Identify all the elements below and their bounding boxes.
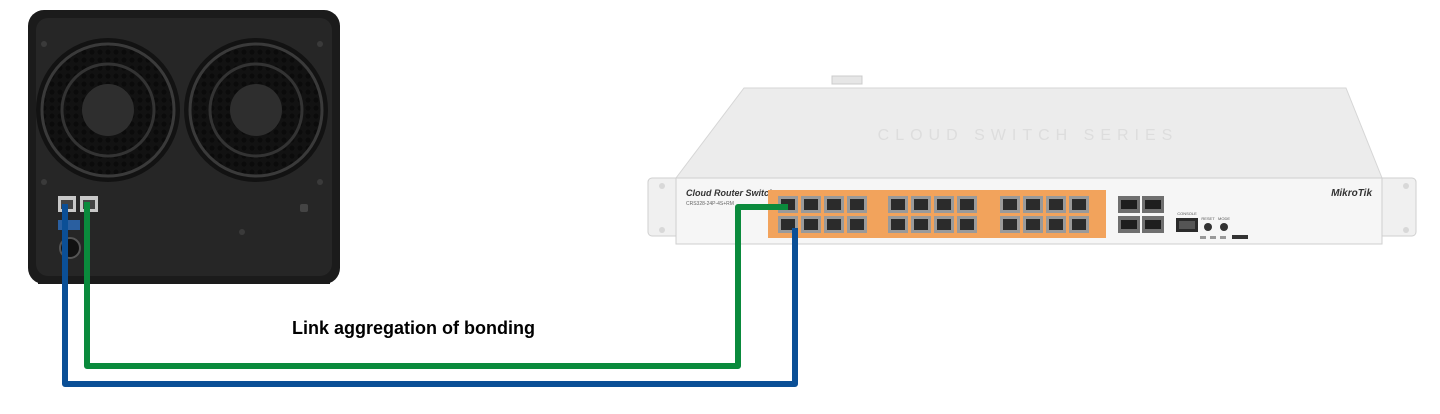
- sfp-port-4: [1142, 216, 1164, 233]
- cable-green: [84, 202, 788, 369]
- ethernet-port-20: [1069, 196, 1089, 213]
- ethernet-port-13: [888, 216, 908, 233]
- switch-model-text: CRS328-24P-4S+RM: [686, 201, 734, 207]
- network-switch: CLOUD SWITCH SERIES Cloud Router Switch …: [647, 75, 1417, 245]
- ethernet-port-10: [911, 196, 931, 213]
- ethernet-port-4: [847, 196, 867, 213]
- cable-blue: [62, 204, 798, 387]
- ethernet-port-11: [934, 196, 954, 213]
- switch-title-text: Cloud Router Switch: [686, 188, 775, 198]
- link-aggregation-caption: Link aggregation of bonding: [292, 318, 535, 338]
- sfp-port-2: [1142, 196, 1164, 213]
- ethernet-port-15: [934, 216, 954, 233]
- reset-label: RESET: [1201, 216, 1215, 221]
- ethernet-port-6: [801, 216, 821, 233]
- console-label: CONSOLE: [1177, 211, 1197, 216]
- ethernet-port-8: [847, 216, 867, 233]
- mode-button: [1220, 223, 1228, 231]
- ethernet-port-22: [1023, 216, 1043, 233]
- ethernet-port-16: [957, 216, 977, 233]
- nas-fan-left: [36, 38, 180, 182]
- nas-device: [28, 10, 340, 284]
- nas-fan-right: [184, 38, 328, 182]
- ethernet-port-24: [1069, 216, 1089, 233]
- ethernet-port-19: [1046, 196, 1066, 213]
- status-leds: [1200, 235, 1248, 239]
- ethernet-port-9: [888, 196, 908, 213]
- ethernet-port-2: [801, 196, 821, 213]
- ethernet-port-3: [824, 196, 844, 213]
- ethernet-port-18: [1023, 196, 1043, 213]
- switch-watermark-text: CLOUD SWITCH SERIES: [878, 127, 1179, 144]
- console-port: [1176, 218, 1198, 232]
- ethernet-port-12: [957, 196, 977, 213]
- ethernet-port-14: [911, 216, 931, 233]
- sfp-port-array: [1118, 196, 1164, 233]
- switch-brand-logo: MikroTik: [1331, 188, 1372, 199]
- mode-label: MODE: [1218, 216, 1230, 221]
- sfp-port-3: [1118, 216, 1140, 233]
- ethernet-port-23: [1046, 216, 1066, 233]
- ethernet-port-21: [1000, 216, 1020, 233]
- ethernet-port-17: [1000, 196, 1020, 213]
- sfp-port-1: [1118, 196, 1140, 213]
- reset-button: [1204, 223, 1212, 231]
- ethernet-port-7: [824, 216, 844, 233]
